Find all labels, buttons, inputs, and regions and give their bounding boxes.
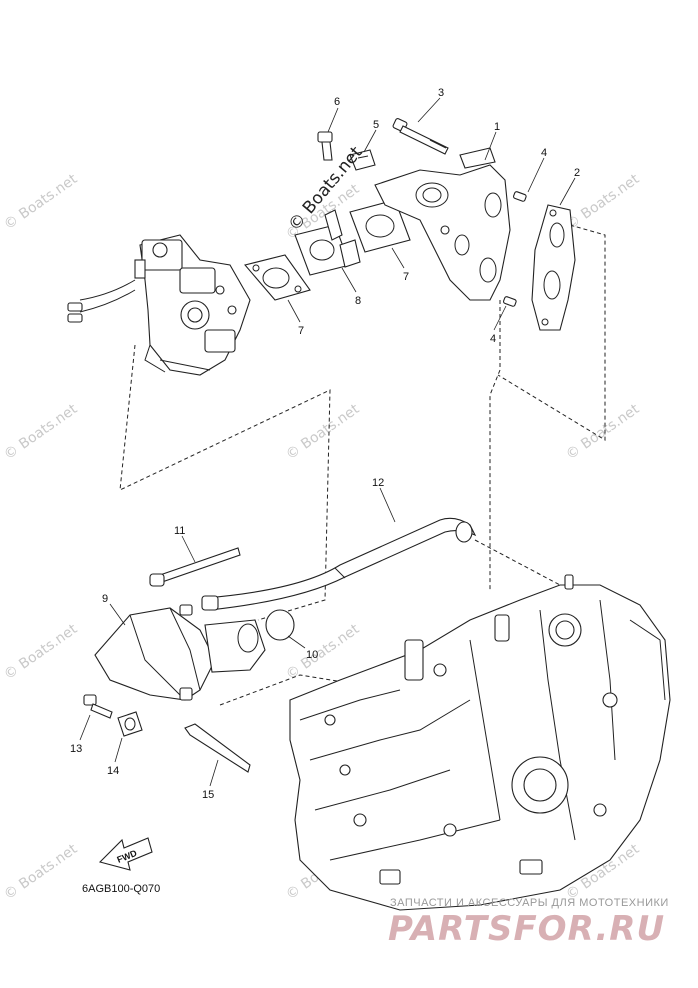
callout-3: 3	[438, 87, 444, 99]
watermark: © Boats.net	[1, 401, 81, 463]
callout-7: 7	[298, 325, 304, 337]
watermark: © Boats.net	[563, 171, 643, 233]
bolt-13	[83, 694, 113, 719]
carburetor	[67, 234, 251, 376]
callout-9: 9	[102, 593, 108, 605]
callout-1: 1	[494, 121, 500, 133]
leader-lines	[79, 97, 576, 787]
watermark: © Boats.net	[1, 841, 81, 903]
brand-logo: PARTSFOR.RU	[388, 909, 665, 949]
callout-13: 13	[70, 743, 82, 755]
callout-10: 10	[306, 649, 318, 661]
assembly-dashed-lines	[119, 224, 606, 706]
callout-12: 12	[372, 477, 384, 489]
intake-manifold-1	[374, 147, 511, 301]
watermark: © Boats.net	[283, 621, 363, 683]
bolt-3	[392, 118, 449, 155]
callout-6: 6	[334, 96, 340, 108]
callout-4: 4	[490, 333, 496, 345]
watermark: © Boats.net	[563, 401, 643, 463]
callouts: 1 2 3 4 4 5 6 7 7 8 9 10 11 12 13 14 15	[70, 87, 580, 801]
bolt-11	[149, 547, 241, 587]
gasket-2	[531, 204, 576, 331]
callout-15: 15	[202, 789, 214, 801]
callout-7: 7	[403, 271, 409, 283]
gasket-7-right	[349, 199, 411, 253]
brand-tagline: ЗАПЧАСТИ И АКСЕССУАРЫ ДЛЯ МОТОТЕХНИКИ	[390, 897, 669, 909]
silencer-9	[94, 604, 266, 701]
callout-5: 5	[373, 119, 379, 131]
clip-5	[349, 149, 376, 171]
callout-8: 8	[355, 295, 361, 307]
strap-15	[184, 723, 251, 773]
insulator-8	[294, 209, 361, 276]
watermark: © Boats.net	[283, 401, 363, 463]
bolt-6	[317, 131, 333, 161]
dowel-pins-4	[503, 191, 527, 307]
watermark: © Boats.net	[1, 171, 81, 233]
fwd-arrow-icon: FWD	[98, 837, 153, 871]
callout-11: 11	[174, 525, 185, 537]
o-ring-10	[265, 609, 295, 641]
callout-2: 2	[574, 167, 580, 179]
grommet-14	[117, 711, 143, 737]
diagram-code: 6AGB100-Q070	[82, 883, 160, 895]
pipe-12	[201, 517, 477, 611]
watermark: © Boats.net	[1, 621, 81, 683]
callout-14: 14	[107, 765, 119, 777]
callout-4: 4	[541, 147, 547, 159]
engine-block	[289, 574, 671, 911]
gasket-7-left	[244, 254, 311, 301]
